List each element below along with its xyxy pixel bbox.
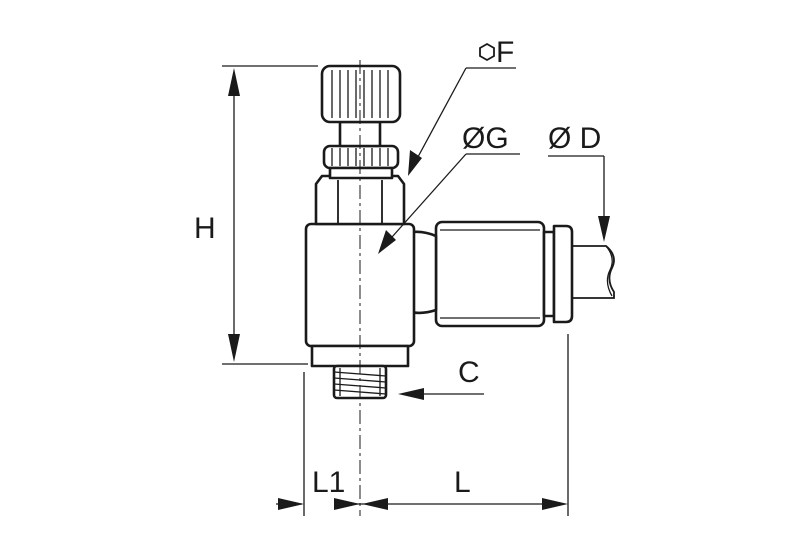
label-l1: L1 [312,466,345,499]
label-d: Ø D [548,122,601,155]
dimension-f: F [408,36,516,176]
label-h: H [194,212,216,245]
knurled-knob [320,64,402,124]
dimension-c: C [398,356,484,400]
push-in-connector [434,220,574,328]
label-c: C [458,356,480,389]
label-g: ØG [462,122,509,155]
dimension-l: L1 L [276,334,569,516]
lock-ring [322,144,400,180]
label-f: F [496,36,514,69]
label-l: L [454,466,471,499]
tube [568,245,615,299]
hexagon-icon [479,42,495,62]
dimension-h: H [194,65,318,365]
dimension-g: ØG [378,122,520,254]
dimension-d: Ø D [548,122,610,242]
threaded-stud [332,364,388,400]
